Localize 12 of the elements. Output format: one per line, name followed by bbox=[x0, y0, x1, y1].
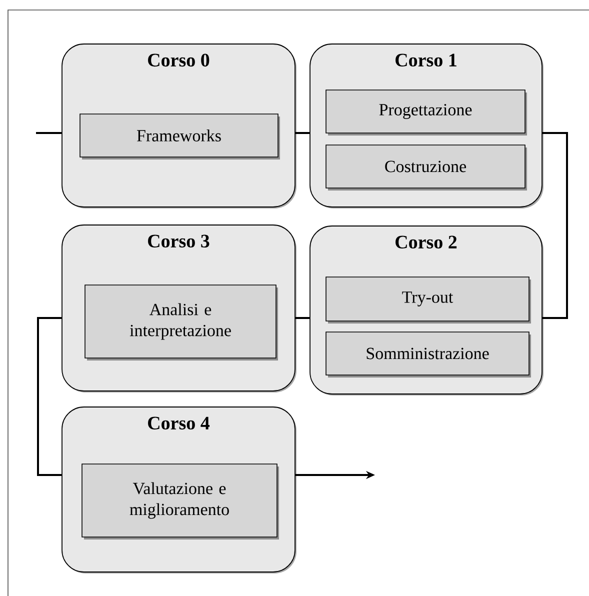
connector bbox=[295, 132, 310, 134]
step-box: Frameworks bbox=[80, 114, 280, 160]
step-box: Somministrazione bbox=[326, 332, 531, 378]
step-box: Costruzione bbox=[326, 144, 527, 190]
step-box: Valutazione e miglioramento bbox=[82, 464, 279, 540]
connector bbox=[36, 132, 62, 134]
step-box: Try-out bbox=[326, 276, 531, 324]
step-box: Progettazione bbox=[326, 90, 527, 136]
connector bbox=[542, 132, 568, 319]
connector bbox=[37, 317, 62, 476]
connector bbox=[295, 317, 310, 319]
step-box: Analisi e interpretazione bbox=[84, 284, 278, 360]
